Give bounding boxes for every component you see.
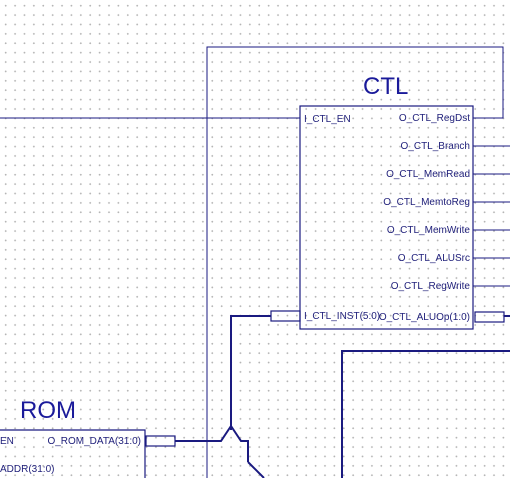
ctl-pin-label-o-ctl-memtoreg: O_CTL_MemtoReg bbox=[383, 197, 470, 208]
wire-regdst-loop[interactable] bbox=[206, 46, 504, 478]
wires bbox=[0, 46, 510, 478]
rom-box bbox=[0, 429, 146, 478]
wire-bus-right[interactable] bbox=[341, 350, 510, 478]
ctl-aluop-bus-port[interactable] bbox=[474, 311, 505, 323]
rom-pin-data-label: O_ROM_DATA(31:0) bbox=[47, 436, 141, 447]
ctl-pin-label-o-ctl-memwrite: O_CTL_MemWrite bbox=[387, 225, 471, 236]
ctl-pin-label-o-ctl-regdst: O_CTL_RegDst bbox=[399, 113, 470, 124]
ctl-block[interactable]: CTL I_CTL_EN I_CTL_INST(5:0) O_CTL_RegDs… bbox=[270, 73, 510, 330]
ctl-pin-label-o-ctl-branch: O_CTL_Branch bbox=[401, 141, 470, 152]
ctl-box bbox=[299, 105, 474, 330]
ctl-output-pins: O_CTL_RegDstO_CTL_BranchO_CTL_MemReadO_C… bbox=[379, 113, 510, 323]
ctl-pin-en-label: I_CTL_EN bbox=[304, 114, 351, 125]
rom-data-bus-port[interactable] bbox=[145, 435, 176, 447]
ctl-pin-label-o-ctl-memread: O_CTL_MemRead bbox=[386, 169, 470, 180]
ctl-pin-label-o-ctl-aluop-1-0: O_CTL_ALUOp(1:0) bbox=[379, 312, 470, 323]
wire-inst-bus[interactable] bbox=[230, 315, 271, 430]
ctl-pin-label-o-ctl-regwrite: O_CTL_RegWrite bbox=[391, 281, 471, 292]
rom-pin-en-label: EN bbox=[0, 436, 14, 447]
ctl-title: CTL bbox=[363, 73, 408, 100]
rom-pin-addr-label: ADDR(31:0) bbox=[0, 464, 54, 475]
ctl-pin-label-o-ctl-alusrc: O_CTL_ALUSrc bbox=[398, 253, 470, 264]
wire-bus-diagonal[interactable] bbox=[247, 461, 265, 478]
rom-block[interactable]: ROM EN O_ROM_DATA(31:0) ADDR(31:0) bbox=[0, 397, 176, 478]
wire-rom-data-bus[interactable] bbox=[175, 424, 249, 462]
rom-title: ROM bbox=[20, 397, 76, 424]
ctl-inst-bus-port[interactable] bbox=[270, 310, 301, 322]
ctl-pin-inst-label: I_CTL_INST(5:0) bbox=[304, 311, 380, 322]
